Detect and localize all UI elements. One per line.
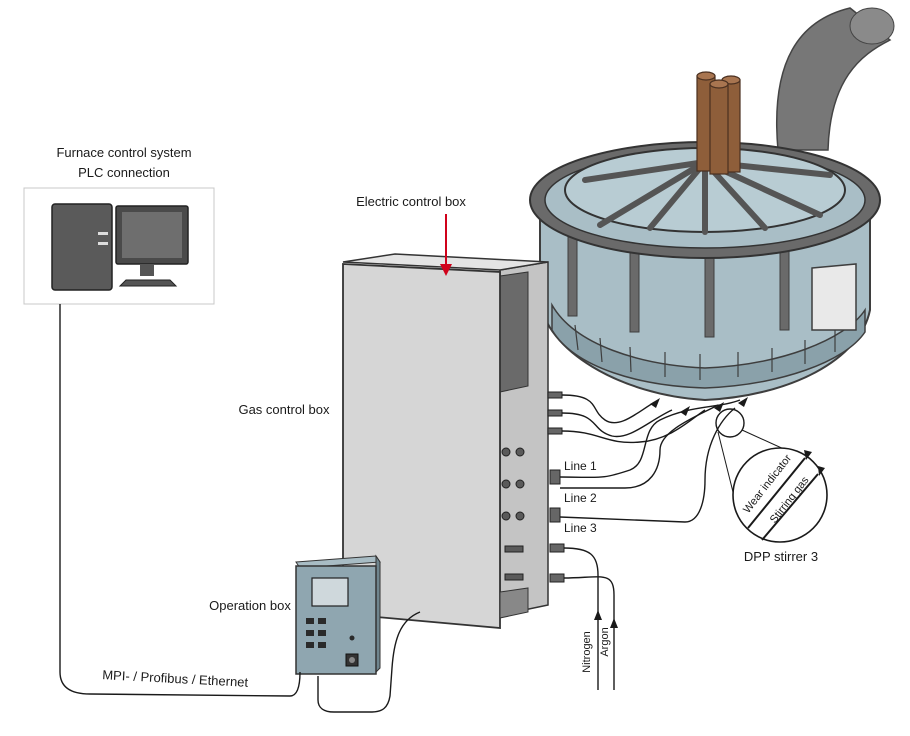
electrodes — [696, 71, 741, 175]
box-interconnect-cable — [317, 611, 421, 713]
nitrogen-label: Nitrogen — [581, 631, 593, 673]
network-cables — [59, 304, 421, 713]
furnace-control-label-line1: Furnace control system — [56, 145, 191, 160]
gas-control-cabinet — [342, 253, 549, 629]
electric-control-box-label: Electric control box — [356, 194, 466, 209]
gas-lines — [547, 391, 748, 690]
operation-box-label: Operation box — [209, 598, 291, 613]
nitrogen-pipe — [563, 547, 599, 690]
dpp-stirrer-label: DPP stirrer 3 — [744, 549, 818, 564]
operation-box-display — [311, 577, 349, 607]
line-1-pipe — [559, 399, 741, 479]
gas-control-box-label: Gas control box — [238, 402, 330, 417]
line-3-pipe — [559, 407, 736, 523]
exhaust-duct — [776, 7, 892, 151]
electric-arc-furnace — [529, 7, 895, 402]
furnace-control-plc — [23, 187, 215, 305]
furnace-door — [811, 263, 857, 331]
line-3-label: Line 3 — [564, 521, 597, 535]
line-2-label: Line 2 — [564, 491, 597, 505]
pc-tower — [51, 203, 113, 291]
network-cable — [59, 304, 301, 697]
argon-pipe — [563, 576, 615, 690]
line-2-pipe — [560, 404, 719, 489]
line-1-label: Line 1 — [564, 459, 597, 473]
operation-box — [295, 554, 381, 675]
furnace-control-label-line2: PLC connection — [78, 165, 170, 180]
dpp-stirrer-detail: Wear indicator Stirring gas — [715, 408, 828, 543]
cabinet-valves — [501, 447, 525, 581]
argon-label: Argon — [599, 627, 611, 656]
network-label: MPI- / Profibus / Ethernet — [102, 667, 249, 690]
electric-box-arrow — [440, 214, 452, 276]
